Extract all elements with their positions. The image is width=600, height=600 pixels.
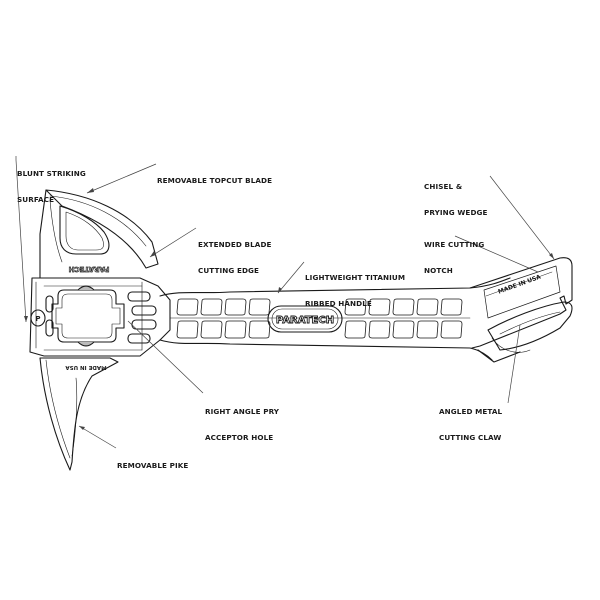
handle-rib-cell	[176, 298, 199, 316]
handle-logo-plate	[267, 305, 343, 333]
leader-extended-blade-cutting-edge	[149, 227, 197, 258]
head-stamp-text: MADE IN USA	[65, 364, 107, 370]
callout-line: BLUNT STRIKING	[17, 169, 86, 179]
leader-arrowheads	[24, 188, 554, 430]
callout-removable-pike: REMOVABLE PIKE	[117, 445, 188, 488]
leader-wire-cutting-notch	[454, 235, 539, 273]
ribbed-handle	[159, 277, 511, 361]
callout-line: RIGHT ANGLE PRY	[205, 407, 280, 417]
handle-rib-cell	[416, 298, 439, 316]
leader-right-angle-pry-acceptor-hole	[127, 320, 204, 394]
callout-line: ACCEPTOR HOLE	[205, 432, 274, 442]
callout-line: CHISEL &	[424, 182, 463, 192]
leader-lightweight-titanium-ribbed-handle	[277, 261, 305, 294]
callout-right-angle-pry-acceptor-hole: RIGHT ANGLE PRY ACCEPTOR HOLE	[205, 391, 279, 460]
callout-lightweight-titanium-ribbed-handle: LIGHTWEIGHT TITANIUM RIBBED HANDLE	[305, 257, 405, 326]
callout-line: RIBBED HANDLE	[305, 298, 372, 308]
handle-rib-cell	[224, 320, 247, 339]
leader-removable-pike	[78, 425, 117, 449]
callout-blunt-striking-surface: BLUNT STRIKING SURFACE	[17, 153, 86, 222]
handle-rib-cell	[200, 320, 223, 339]
handle-rib-cell	[344, 298, 367, 316]
handle-rib-cell	[368, 320, 391, 339]
handle-rib-cell	[176, 320, 199, 339]
removable-pike	[39, 357, 119, 471]
handle-logo-text: PARATECH	[276, 315, 334, 326]
callout-angled-metal-cutting-claw: ANGLED METAL CUTTING CLAW	[439, 391, 502, 460]
badge-letter: P	[35, 315, 40, 323]
callout-line: REMOVABLE PIKE	[117, 461, 189, 471]
callout-line: LIGHTWEIGHT TITANIUM	[305, 273, 406, 283]
p-badge	[30, 309, 46, 327]
handle-rib-cell	[200, 298, 223, 316]
callout-line: CUTTING EDGE	[198, 265, 260, 275]
handle-rib-cell	[416, 320, 439, 339]
callout-line: EXTENDED BLADE	[198, 240, 272, 250]
handle-rib-cell	[224, 298, 247, 316]
callout-line: NOTCH	[424, 265, 453, 275]
callout-line: PRYING WEDGE	[424, 207, 488, 217]
callout-line: WIRE CUTTING	[424, 240, 485, 250]
handle-rib-cell	[392, 298, 415, 316]
head-logo-text: PARATECH	[69, 265, 110, 273]
handle-rib-cell	[392, 320, 415, 339]
handle-rib-cell	[344, 320, 367, 339]
leader-removable-topcut-blade	[86, 163, 157, 194]
leader-blunt-striking-surface	[15, 156, 27, 323]
callout-wire-cutting-notch: WIRE CUTTING NOTCH	[424, 224, 484, 293]
handle-rib-cell	[440, 320, 463, 339]
callout-line: REMOVABLE TOPCUT BLADE	[157, 176, 273, 186]
handle-rib-cell	[248, 320, 271, 339]
callout-removable-topcut-blade: REMOVABLE TOPCUT BLADE	[157, 160, 272, 203]
pry-acceptor-hole	[51, 285, 125, 347]
handle-rib-cell	[440, 298, 463, 316]
callout-line: SURFACE	[17, 194, 55, 204]
callout-chisel-prying-wedge: CHISEL & PRYING WEDGE	[424, 166, 488, 235]
topcut-blade	[39, 189, 159, 279]
handle-rib-cell	[248, 298, 271, 316]
leader-chisel-prying-wedge	[489, 175, 555, 260]
callout-extended-blade-cutting-edge: EXTENDED BLADE CUTTING EDGE	[198, 224, 272, 293]
handle-rib-cell	[368, 298, 391, 316]
callout-line: ANGLED METAL	[439, 407, 503, 417]
tool-head	[29, 277, 171, 357]
leader-angled-metal-cutting-claw	[507, 324, 521, 404]
callout-line: CUTTING CLAW	[439, 432, 502, 442]
leader-lines	[15, 156, 555, 449]
claw-end	[469, 257, 573, 363]
